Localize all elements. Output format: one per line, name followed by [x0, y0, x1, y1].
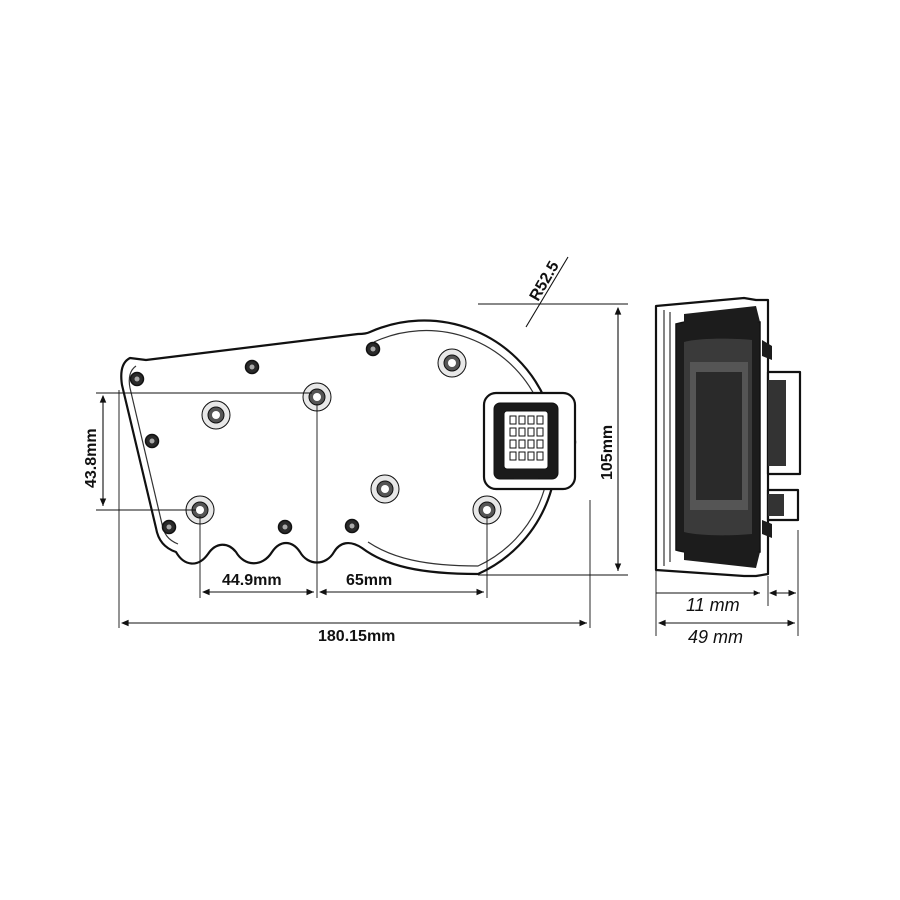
- screw: [161, 519, 177, 535]
- front-view: [120, 319, 577, 576]
- screw: [244, 359, 260, 375]
- front-dimensions: R52.5 105mm 43.8mm 44.9mm 65mm 180.15mm: [83, 256, 628, 645]
- mounting-boss: [370, 474, 400, 504]
- overall-width-label: 180.15mm: [318, 628, 395, 645]
- hole-vertical-label: 43.8mm: [83, 428, 100, 488]
- spacing-left-label: 44.9mm: [222, 572, 282, 589]
- mounting-boss: [472, 495, 502, 525]
- radius-leader: [525, 256, 569, 328]
- side-flange-top: [684, 306, 760, 326]
- screw: [129, 371, 145, 387]
- screw: [277, 519, 293, 535]
- side-depth-small-label: 11 mm: [686, 595, 740, 615]
- side-dimensions: 11 mm 49 mm: [655, 530, 799, 647]
- connector: [482, 391, 577, 491]
- height-label: 105mm: [599, 425, 616, 480]
- side-flange-bottom: [684, 548, 760, 568]
- side-view: [654, 296, 802, 578]
- mounting-boss: [302, 382, 332, 412]
- mounting-boss: [201, 400, 231, 430]
- radius-label: R52.5: [527, 258, 563, 304]
- screw: [365, 341, 381, 357]
- side-clip: [762, 340, 772, 360]
- housing-outline: [120, 319, 558, 576]
- screw: [344, 518, 360, 534]
- spacing-right-label: 65mm: [346, 572, 392, 589]
- side-rear-stud-shade: [768, 380, 786, 466]
- screw: [144, 433, 160, 449]
- mounting-boss: [437, 348, 467, 378]
- side-depth-total-label: 49 mm: [688, 627, 743, 647]
- connector-pins: [509, 415, 544, 461]
- side-clip: [762, 520, 772, 538]
- side-body-core: [696, 372, 742, 500]
- side-rear-stud-lower-shade: [768, 494, 784, 516]
